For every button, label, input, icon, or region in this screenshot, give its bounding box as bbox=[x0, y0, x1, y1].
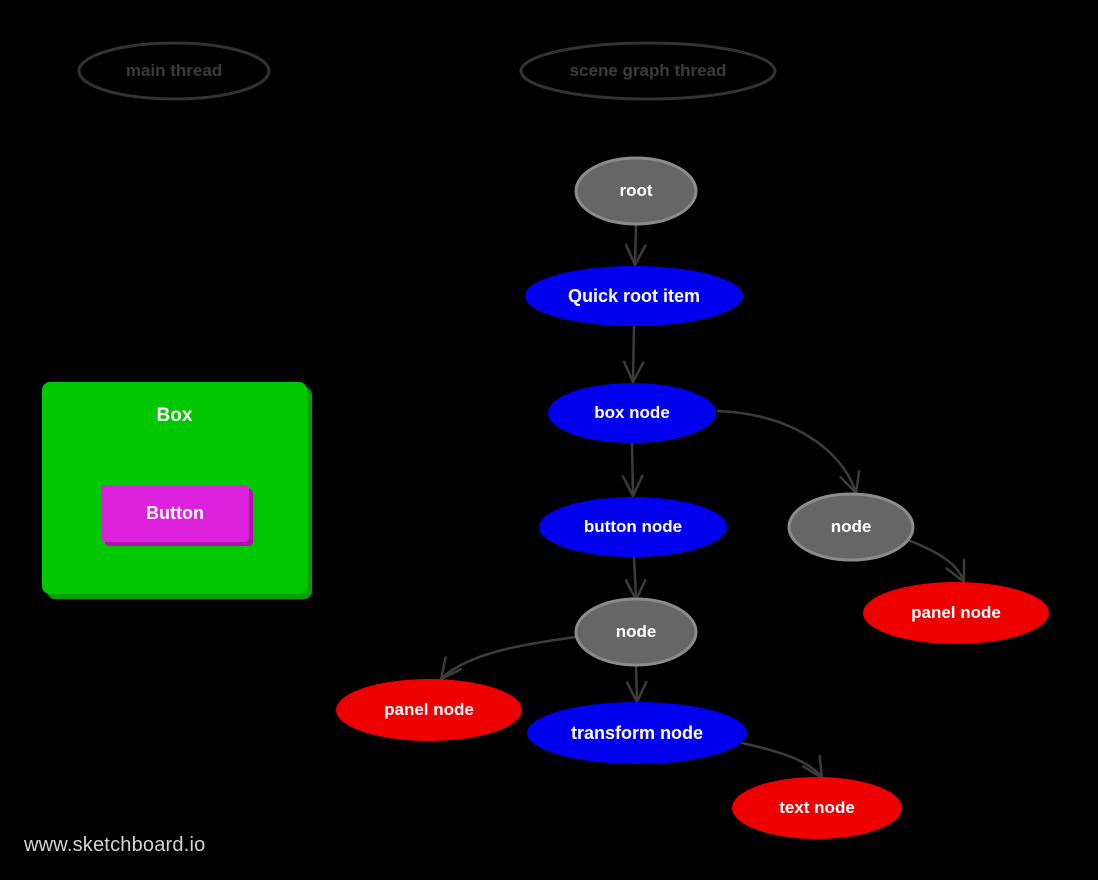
thread-ellipse-group bbox=[77, 41, 777, 101]
arrowhead-node-right-to-panel-node-right bbox=[945, 558, 966, 584]
node-node-right[interactable] bbox=[787, 492, 915, 562]
edge-root-to-quick-root-item bbox=[633, 224, 638, 265]
edge-node-right-to-panel-node-right bbox=[906, 538, 965, 581]
node-panel-node-right[interactable] bbox=[863, 582, 1049, 644]
node-quick-root-item[interactable] bbox=[525, 266, 743, 326]
node-button-node[interactable] bbox=[539, 497, 727, 557]
edge-button-node-to-node-center bbox=[632, 556, 638, 600]
edge-node-center-to-panel-node-left bbox=[441, 635, 578, 679]
arrowhead-root-to-quick-root-item bbox=[624, 243, 647, 267]
edge-path-group bbox=[441, 224, 965, 777]
node-ellipse-group bbox=[336, 156, 1049, 839]
thread-boundary-main-thread bbox=[77, 41, 271, 101]
node-text-node[interactable] bbox=[732, 777, 902, 839]
node-node-center[interactable] bbox=[574, 597, 698, 667]
node-root[interactable] bbox=[574, 156, 698, 226]
edge-box-node-to-button-node bbox=[630, 442, 635, 496]
node-panel-node-left[interactable] bbox=[336, 679, 522, 741]
edge-transform-node-to-text-node bbox=[740, 741, 822, 777]
arrowhead-quick-root-item-to-box-node bbox=[622, 360, 645, 384]
thread-boundary-scene-graph-thread bbox=[519, 41, 777, 101]
edge-box-node-to-node-right bbox=[716, 409, 857, 492]
edge-node-center-to-transform-node bbox=[634, 664, 639, 702]
watermark-sketchboard: www.sketchboard.io bbox=[24, 834, 206, 856]
edge-quick-root-item-to-box-node bbox=[631, 325, 636, 382]
node-transform-node[interactable] bbox=[527, 702, 747, 764]
button-shape[interactable] bbox=[101, 485, 249, 542]
arrowhead-box-node-to-button-node bbox=[621, 474, 644, 498]
arrowhead-node-center-to-panel-node-left bbox=[439, 656, 463, 681]
arrowhead-box-node-to-node-right bbox=[839, 469, 861, 495]
node-box-node[interactable] bbox=[548, 383, 716, 443]
ui-mock-shape-group bbox=[42, 382, 312, 599]
